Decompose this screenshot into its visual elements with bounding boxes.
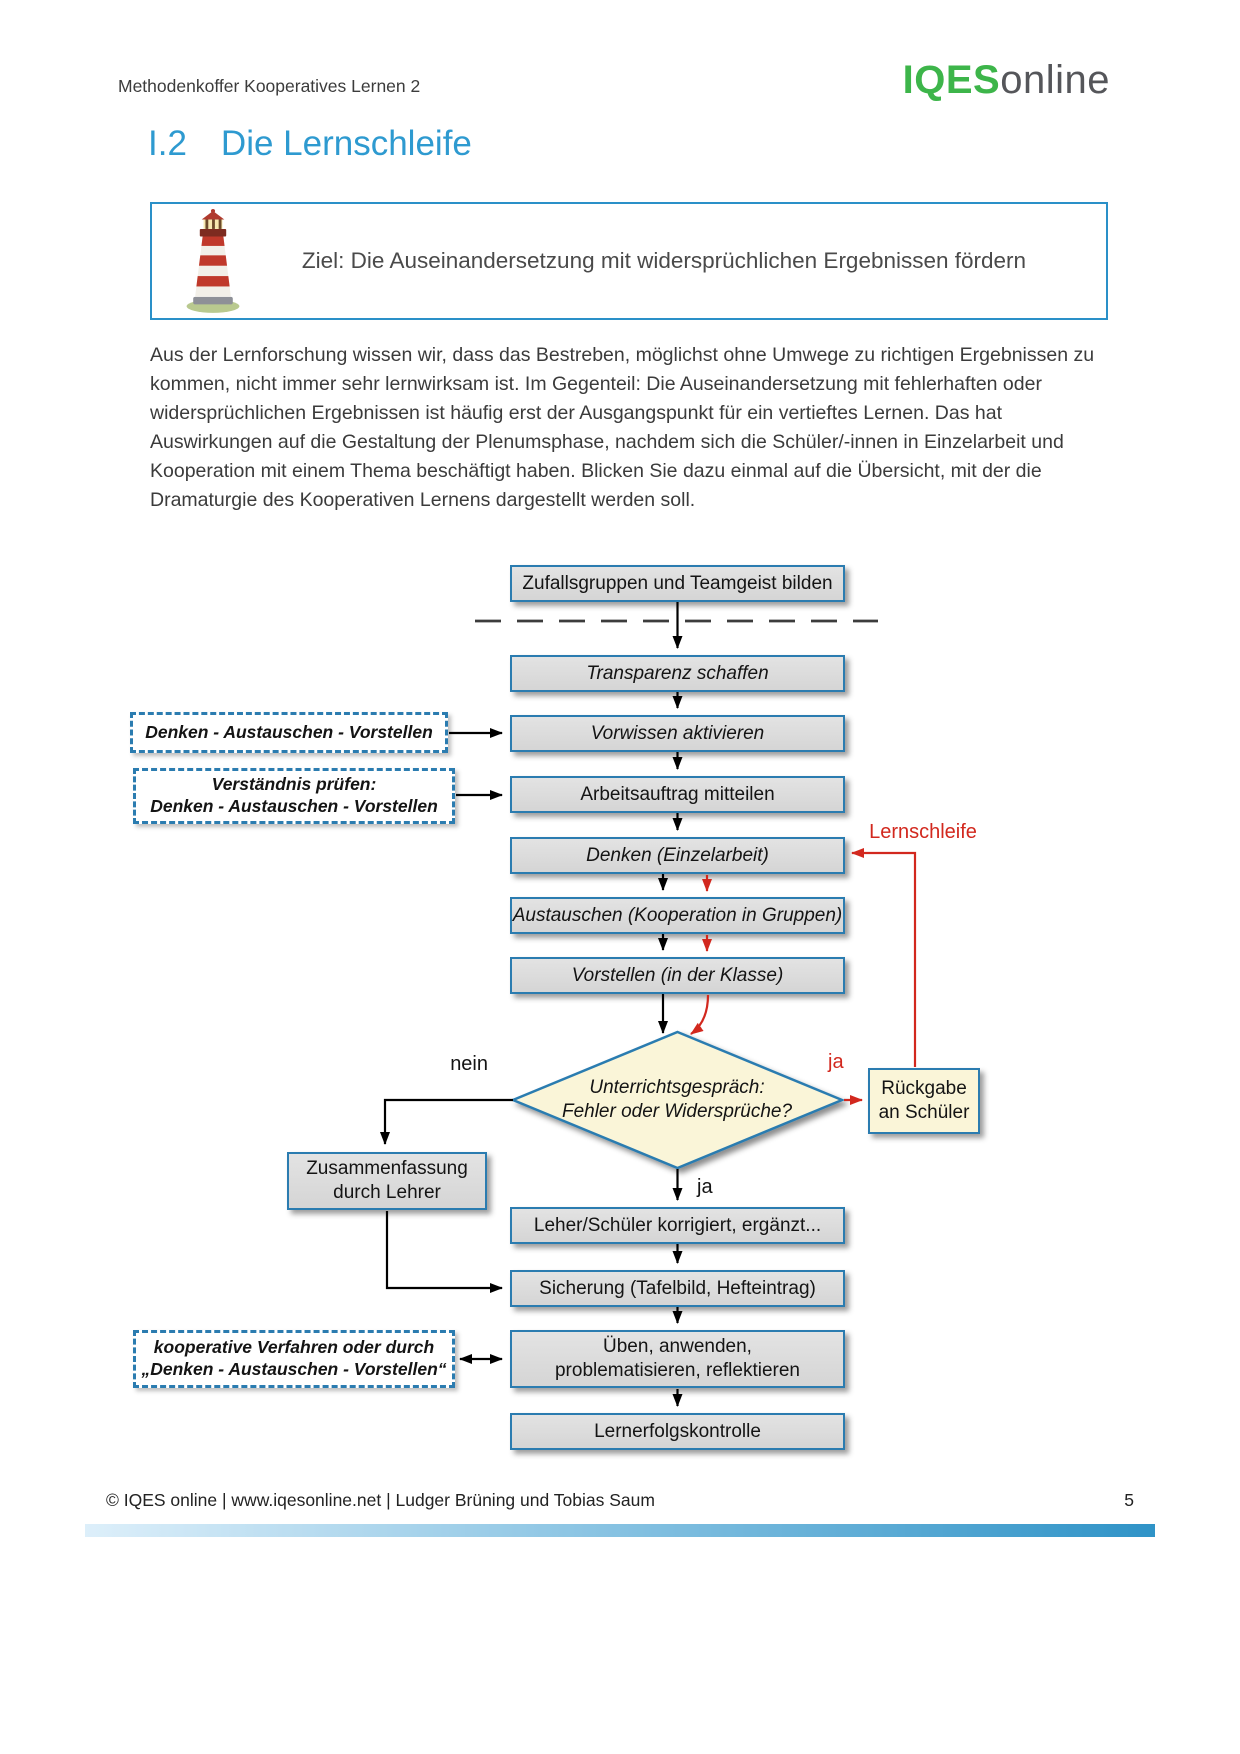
flow-node-vorwissen: Vorwissen aktivieren xyxy=(510,715,845,752)
footer-bar xyxy=(85,1524,1155,1537)
flow-node-label: Austauschen (Kooperation in Gruppen) xyxy=(512,904,843,926)
label-ja-right: ja xyxy=(828,1051,844,1073)
lighthouse-icon xyxy=(186,208,240,313)
flow-node-rueckgabe: Rückgabe an Schüler xyxy=(868,1068,980,1134)
page-title: I.2 Die Lernschleife xyxy=(148,124,472,164)
flow-node-denken: Denken (Einzelarbeit) xyxy=(510,837,845,874)
note-verstaendnis-pruefen: Verständnis prüfen: Denken - Austauschen… xyxy=(133,768,455,824)
label-ja-below: ja xyxy=(697,1176,713,1198)
note-denken-austauschen-vorstellen: Denken - Austauschen - Vorstellen xyxy=(130,712,448,753)
flow-node-entscheidung: Unterrichtsgespräch: Fehler oder Widersp… xyxy=(527,1070,827,1130)
footer-page-number: 5 xyxy=(1124,1490,1134,1510)
flow-node-lernerfolgskontrolle: Lernerfolgskontrolle xyxy=(510,1413,845,1450)
flow-node-label: Denken (Einzelarbeit) xyxy=(586,844,769,866)
flow-node-vorstellen: Vorstellen (in der Klasse) xyxy=(510,957,845,994)
flow-node-label: Leher/Schüler korrigiert, ergänzt... xyxy=(533,1214,822,1236)
flow-node-label: Arbeitsauftrag mitteilen xyxy=(580,783,775,805)
label-lernschleife: Lernschleife xyxy=(869,821,977,843)
note-label: kooperative Verfahren oder durch „Denken… xyxy=(141,1337,447,1379)
intro-paragraph: Aus der Lernforschung wissen wir, dass d… xyxy=(150,344,1095,511)
iqes-logo: IQESonline xyxy=(903,58,1110,103)
flow-node-label: Zufallsgruppen und Teamgeist bilden xyxy=(522,572,833,594)
flow-node-transparenz: Transparenz schaffen xyxy=(510,655,845,692)
note-label: Verständnis prüfen: Denken - Austauschen… xyxy=(150,774,438,816)
flow-node-arbeitsauftrag: Arbeitsauftrag mitteilen xyxy=(510,776,845,813)
flow-node-zufallsgruppen: Zufallsgruppen und Teamgeist bilden xyxy=(510,565,845,602)
flow-node-label: Lernerfolgskontrolle xyxy=(594,1420,761,1442)
footer-credit: © IQES online | www.iqesonline.net | Lud… xyxy=(106,1490,655,1510)
flow-node-label: Sicherung (Tafelbild, Hefteintrag) xyxy=(539,1277,816,1299)
flow-node-label: Transparenz schaffen xyxy=(586,662,769,684)
flow-node-label: Üben, anwenden, problematisieren, reflek… xyxy=(554,1336,800,1381)
flow-node-label: Unterrichtsgespräch: Fehler oder Widersp… xyxy=(561,1077,793,1122)
flow-node-label: Vorwissen aktivieren xyxy=(590,722,765,744)
flow-node-zusammenfassung: Zusammenfassung durch Lehrer xyxy=(287,1152,487,1210)
section-name: Die Lernschleife xyxy=(220,124,472,163)
logo-online-text: online xyxy=(1000,58,1110,102)
flow-node-label: Vorstellen (in der Klasse) xyxy=(571,964,784,986)
note-kooperative-verfahren: kooperative Verfahren oder durch „Denken… xyxy=(133,1330,455,1388)
flow-node-austauschen: Austauschen (Kooperation in Gruppen) xyxy=(510,897,845,934)
flow-node-korrigiert: Leher/Schüler korrigiert, ergänzt... xyxy=(510,1207,845,1244)
label-nein: nein xyxy=(450,1053,488,1075)
flow-node-label: Zusammenfassung durch Lehrer xyxy=(306,1158,468,1203)
goal-text: Ziel: Die Auseinandersetzung mit widersp… xyxy=(301,248,1027,273)
logo-iqes-text: IQES xyxy=(902,58,1001,102)
section-number: I.2 xyxy=(148,124,187,163)
note-label: Denken - Austauschen - Vorstellen xyxy=(145,721,433,742)
header-doc-title: Methodenkoffer Kooperatives Lernen 2 xyxy=(118,76,421,96)
flow-node-ueben: Üben, anwenden, problematisieren, reflek… xyxy=(510,1330,845,1388)
flow-node-label: Rückgabe an Schüler xyxy=(878,1078,970,1123)
goal-box: Ziel: Die Auseinandersetzung mit widersp… xyxy=(150,202,1108,320)
flow-node-sicherung: Sicherung (Tafelbild, Hefteintrag) xyxy=(510,1270,845,1307)
